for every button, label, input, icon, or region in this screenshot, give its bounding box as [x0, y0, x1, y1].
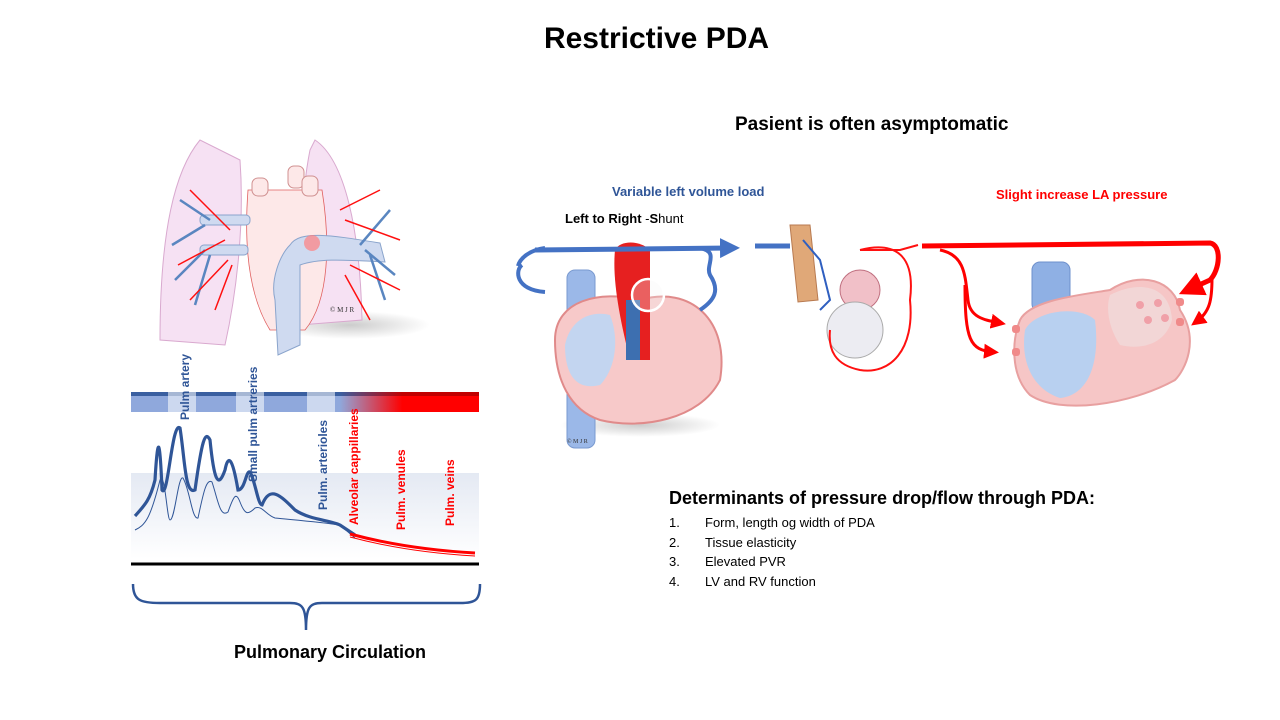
gradient-bar: [131, 392, 479, 412]
pressure-curve-red: [349, 532, 476, 555]
left-heart-illustration: [1012, 261, 1191, 407]
pulmonary-circulation-label: Pulmonary Circulation: [234, 642, 427, 662]
la-pressure-label: Slight increase LA pressure: [996, 187, 1168, 202]
lungs-heart-illustration: © M J R: [159, 139, 430, 356]
alveoli-illustration: [789, 224, 919, 372]
svg-text:© M J R: © M J R: [567, 438, 588, 445]
determinant-item: 4.LV and RV function: [669, 573, 816, 589]
label-small-pulm-arteries: Small pulm artreries: [246, 366, 260, 482]
label-alveolar-capillaries: Alveolar cappillaries: [347, 408, 361, 525]
copyright-text: © M J R: [330, 306, 355, 314]
shunt-label-rest: hunt: [658, 211, 684, 226]
pressure-diagram: [131, 392, 482, 631]
volume-load-label: Variable left volume load: [612, 184, 765, 199]
left-to-right-flow-arrow: [534, 238, 740, 259]
slide-title: Restrictive PDA: [543, 22, 770, 55]
shunt-label: Left to Right -Shunt: [565, 211, 683, 226]
determinants-list: 1.Form, length og width of PDA 2.Tissue …: [669, 513, 875, 591]
pressure-curve-thick: [133, 426, 356, 537]
determinant-item: 3.Elevated PVR: [669, 554, 786, 569]
label-pulm-artery: Pulm artery: [178, 353, 192, 420]
determinant-item: 1.Form, length og width of PDA: [669, 515, 875, 530]
slide-subtitle: Pasient is often asymptomatic: [735, 114, 1009, 135]
label-pulm-arterioles: Pulm. arterioles: [316, 419, 330, 510]
determinants-title: Determinants of pressure drop/flow throu…: [669, 488, 1096, 508]
determinant-item: 2.Tissue elasticity: [669, 534, 797, 550]
la-pressure-arrows: [921, 240, 1221, 359]
label-pulm-veins: Pulm. veins: [443, 459, 457, 526]
pulmonary-brace: [131, 583, 482, 631]
shunt-label-dash: -: [641, 211, 650, 226]
heart-pda-illustration: © M J R: [516, 242, 723, 449]
pressure-curve-thin: [134, 477, 356, 539]
shunt-label-s: S: [649, 211, 659, 226]
shunt-label-bold: Left to Right: [565, 211, 642, 226]
label-pulm-venules: Pulm. venules: [394, 449, 408, 530]
